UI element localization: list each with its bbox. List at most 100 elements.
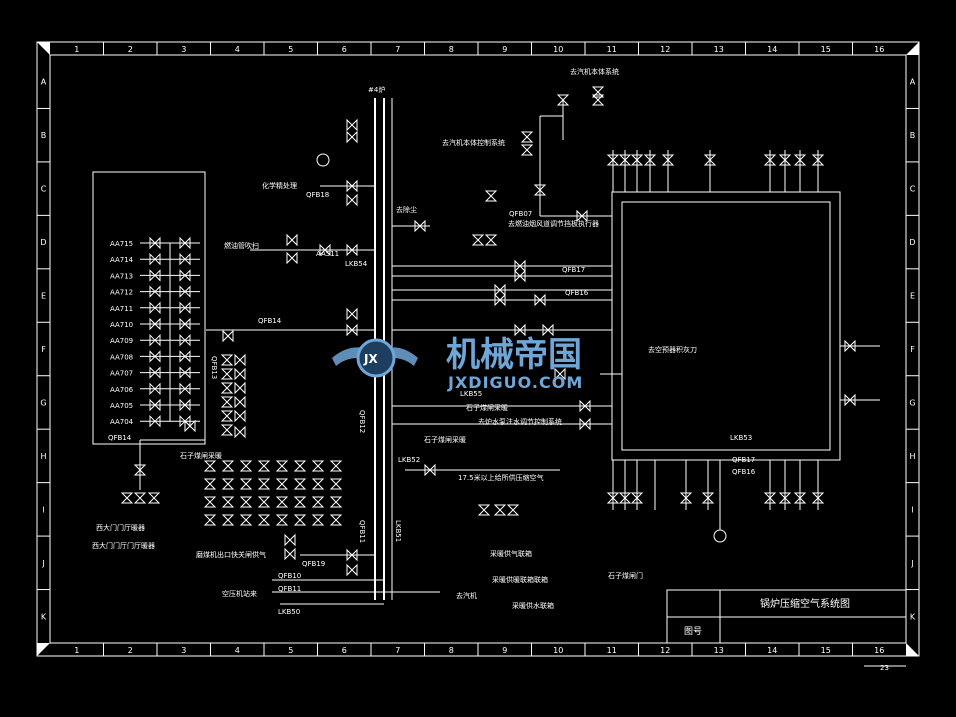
valve-icon [220, 368, 234, 380]
grid-row-label: A [910, 78, 916, 87]
watermark-logo: JX 机械帝国 JXDIGUO.COM [332, 335, 582, 392]
valve-icon [179, 350, 191, 363]
grid-col-label: 1 [74, 45, 79, 54]
label-to-turbine: 去汽机 [456, 591, 477, 600]
valve-icon [579, 399, 591, 413]
grid-col-label: 6 [342, 45, 347, 54]
label-qfb13: QFB13 [210, 356, 218, 379]
title-block: 锅炉压缩空气系统图 图号 [666, 589, 907, 644]
valve-icon [203, 460, 217, 472]
grid-row-label: G [909, 398, 915, 407]
valve-icon [179, 382, 191, 396]
title-label: 图号 [684, 626, 702, 637]
valve-icon [234, 367, 246, 381]
valve-icon [239, 496, 253, 508]
corner-tr [906, 42, 919, 55]
grid-row-label: B [910, 131, 916, 140]
valve-icon [494, 283, 506, 297]
grid-col-label: 8 [449, 646, 454, 655]
valve-icon [346, 307, 358, 321]
valve-icon [643, 154, 657, 166]
grid-col-label: 6 [342, 646, 347, 655]
grid-col-label: 2 [128, 646, 133, 655]
valve-icon [793, 154, 807, 166]
valve-icon [319, 243, 331, 257]
grid-row-label: D [909, 238, 915, 247]
valve-icon [220, 382, 234, 394]
label-to-desulfur: 去燃油烟风道调节挡板执行器 [508, 219, 599, 228]
grid-row-label: B [41, 131, 47, 140]
grid-col-label: 1 [74, 646, 79, 655]
valve-icon [493, 504, 507, 516]
label-pressure-note: 17.5米以上给所供压缩空气 [458, 473, 544, 482]
valve-icon [222, 329, 234, 343]
grid-row-label: F [910, 345, 915, 354]
branch-lines [139, 185, 880, 605]
valve-icon [346, 323, 358, 337]
valve-icon [293, 514, 307, 526]
drain-tank-2 [713, 529, 727, 543]
grid-col-label: 13 [714, 45, 724, 54]
valve-icon [220, 354, 234, 366]
valve-label: AA709 [110, 337, 133, 345]
label-lkb55: LKB55 [460, 390, 482, 398]
label-qfb14-mid: QFB14 [258, 317, 282, 325]
valve-symbols [120, 86, 856, 577]
grid-row-label: E [910, 292, 915, 301]
valve-icon [311, 514, 325, 526]
left-valve-column: AA715AA714AA713AA712AA711AA710AA709AA708… [110, 240, 200, 426]
valve-label: AA708 [110, 353, 133, 361]
grid-col-label: 14 [767, 45, 777, 54]
grid-row-label: E [41, 292, 46, 301]
grid-col-label: 9 [502, 646, 507, 655]
valve-icon [221, 478, 235, 490]
valve-icon [179, 285, 191, 298]
valve-icon [239, 460, 253, 472]
grid-row-label: H [40, 452, 46, 461]
valve-icon [149, 317, 161, 331]
grid-col-label: 9 [502, 45, 507, 54]
valve-icon [346, 130, 358, 144]
valve-icon [591, 94, 605, 106]
corner-br [906, 643, 919, 656]
gear-icon [356, 338, 396, 378]
valve-icon [179, 317, 191, 331]
valve-icon [606, 492, 620, 504]
valve-label: AA713 [110, 272, 133, 280]
valve-icon [346, 548, 358, 562]
grid-col-label: 14 [767, 646, 777, 655]
grid-row-label: J [41, 559, 44, 568]
valve-label: AA714 [110, 256, 134, 264]
valve-icon [275, 496, 289, 508]
valve-icon [424, 463, 436, 477]
label-lkb50: LKB50 [278, 608, 300, 616]
valve-icon [149, 333, 161, 347]
valve-icon [133, 464, 147, 476]
valve-icon [346, 118, 358, 132]
valve-icon [275, 460, 289, 472]
grid-col-label: 15 [821, 646, 831, 655]
valve-icon [257, 478, 271, 490]
valve-icon [179, 269, 191, 282]
corner-bl [37, 643, 50, 656]
valve-icon [542, 323, 554, 337]
grid-col-label: 4 [235, 646, 240, 655]
label-stone-coal-a: 石子煤闸采暖 [466, 403, 508, 412]
valve-label: AA705 [110, 402, 133, 410]
valve-icon [133, 492, 147, 504]
label-oil-purge: 燃油管吹扫 [224, 241, 259, 250]
valve-icon [506, 504, 520, 516]
valve-icon [346, 563, 358, 577]
valve-icon [520, 144, 534, 156]
valve-icon [203, 514, 217, 526]
label-to-ash: 去除尘 [396, 205, 417, 214]
label-stone-coal-c: 石子煤闸采暖 [180, 451, 222, 460]
valve-icon [311, 478, 325, 490]
label-west-gate: 西大门门厅暖器 [96, 523, 145, 532]
valve-icon [220, 396, 234, 408]
valve-icon [630, 492, 644, 504]
valve-icon [514, 323, 526, 337]
